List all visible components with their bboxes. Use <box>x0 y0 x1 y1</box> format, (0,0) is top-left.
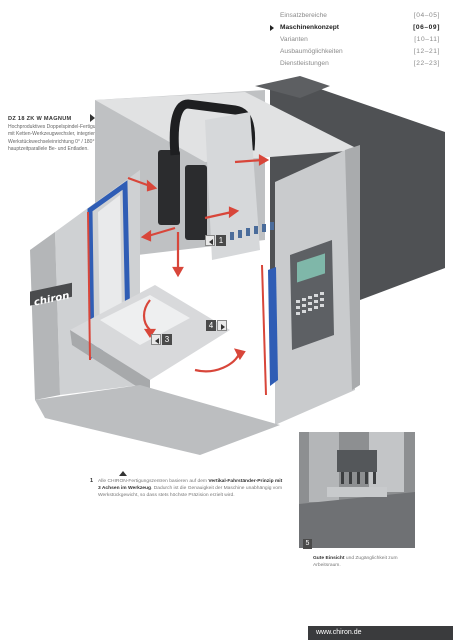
arrow-left-icon <box>155 337 159 344</box>
nav-item-label: Dienstleistungen <box>280 60 329 67</box>
marker-4[interactable]: 4 <box>206 320 228 331</box>
nav-item-pages: [10–11] <box>414 36 440 43</box>
marker-number: 1 <box>216 235 226 246</box>
machine-base <box>35 385 280 455</box>
brand-plate <box>30 282 72 306</box>
marker-3[interactable]: 3 <box>151 334 173 345</box>
model-title: DZ 18 ZK W MAGNUM <box>8 116 72 122</box>
photo-caption: Gute Einsicht und Zugänglichkeit zum Arb… <box>313 555 413 569</box>
marker-arrow-box <box>151 334 161 345</box>
photo-caption-bold: Gute Einsicht <box>313 556 345 561</box>
right-blue-frame <box>268 267 278 386</box>
current-section-arrow-icon <box>270 25 274 31</box>
caption-text: Alle CHIRON-Fertigungszentren basieren a… <box>90 478 285 499</box>
arrow-right-icon <box>221 323 225 330</box>
left-panel-side <box>30 232 60 400</box>
tool-magazine <box>230 222 274 240</box>
nav-item-varianten[interactable]: Varianten [10–11] <box>280 34 440 46</box>
nav-item-pages: [06–09] <box>413 24 440 31</box>
marker-number: 4 <box>206 320 216 331</box>
machine-illustration: chiron <box>30 76 445 455</box>
nav-item-ausbaumoeglichkeiten[interactable]: Ausbaumöglichkeiten [12–21] <box>280 46 440 58</box>
caption-text-b: . Dadurch ist die Genauigkeit der Maschi… <box>98 486 283 498</box>
nav-item-maschinenkonzept[interactable]: Maschinenkonzept [06–09] <box>270 22 440 34</box>
marker-1[interactable]: 1 <box>205 235 227 246</box>
nav-item-dienstleistungen[interactable]: Dienstleistungen [22–23] <box>280 58 440 70</box>
marker-arrow-box <box>205 235 215 246</box>
photo-caption-rest: und Zugänglichkeit zum Arbeitsraum. <box>313 556 398 568</box>
photo-number: 5 <box>303 539 312 549</box>
rear-housing-top <box>255 76 330 98</box>
nav-item-label: Maschinenkonzept <box>280 24 339 31</box>
spindle-head-2 <box>185 165 207 240</box>
nav-item-label: Einsatzbereiche <box>280 12 327 19</box>
section-nav: Einsatzbereiche [04–05] Maschinenkonzept… <box>270 10 440 70</box>
caption-bold: Vertikal-Fahrständer-Prinzip mit 3 Achse… <box>98 479 283 491</box>
caption-up-arrow-icon <box>119 471 127 476</box>
model-description: Hochproduktives Doppelspindel-Fertigungs… <box>8 124 122 152</box>
nav-item-label: Ausbaumöglichkeiten <box>280 48 343 55</box>
model-arrow-icon[interactable] <box>90 114 95 122</box>
work-area-photo <box>299 432 415 548</box>
machine-column <box>205 112 260 260</box>
motion-arrows <box>127 154 270 373</box>
nav-item-pages: [12–21] <box>413 48 440 55</box>
caption-text-a: Alle CHIRON-Fertigungszentren basieren a… <box>98 479 209 484</box>
footer-url-link[interactable]: www.chiron.de <box>308 626 453 640</box>
control-panel <box>290 240 334 350</box>
spindle-head-1 <box>158 150 180 225</box>
marker-number: 3 <box>162 334 172 345</box>
control-screen <box>297 253 325 283</box>
right-panel-edge <box>345 145 360 390</box>
nav-item-label: Varianten <box>280 36 308 43</box>
left-door-edge <box>87 211 91 361</box>
arrow-left-icon <box>209 238 213 245</box>
right-door-edge <box>261 264 267 396</box>
nav-item-pages: [22–23] <box>413 60 440 67</box>
control-keys <box>296 292 324 315</box>
nav-item-einsatzbereiche[interactable]: Einsatzbereiche [04–05] <box>280 10 440 22</box>
caption-number: 1 <box>90 478 94 484</box>
left-door-window <box>98 195 122 338</box>
marker-arrow-box <box>217 320 227 331</box>
nav-item-pages: [04–05] <box>413 12 440 19</box>
